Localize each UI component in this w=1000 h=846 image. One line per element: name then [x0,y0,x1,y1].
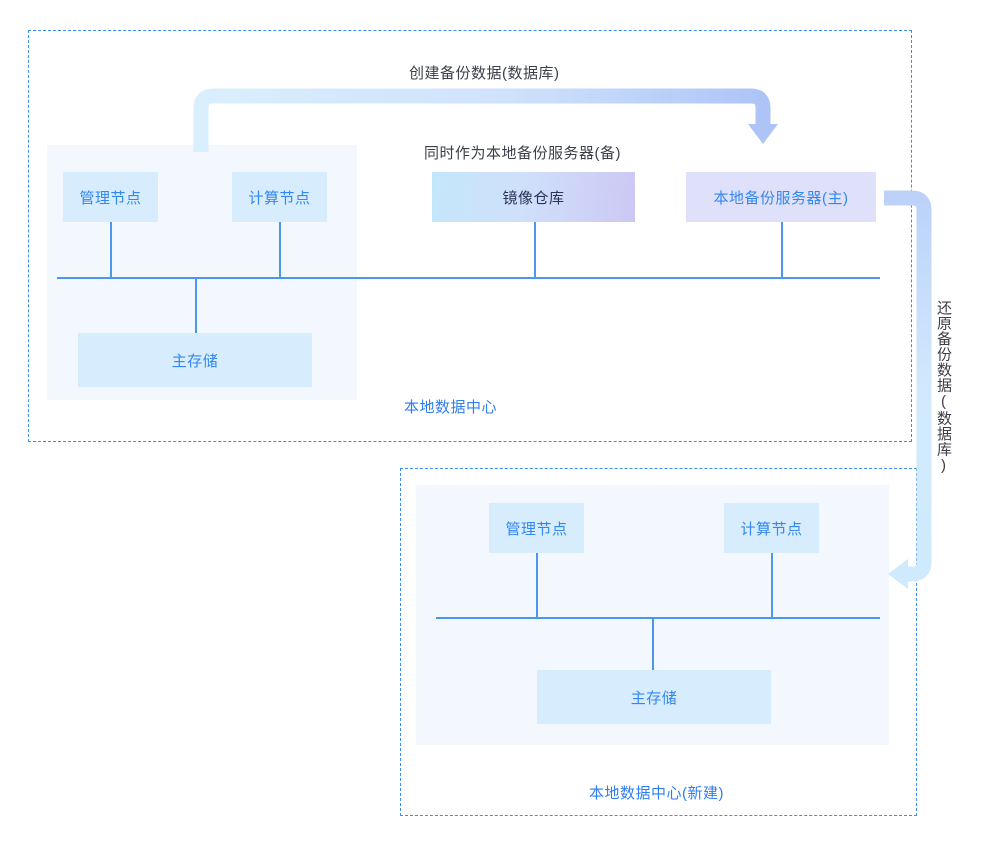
node-label: 管理节点 [505,520,568,538]
node-label: 计算节点 [248,189,311,207]
connector-compute2-to-bus [771,553,773,618]
node-manage-node-bottom[interactable]: 管理节点 [489,503,584,553]
region-local-datacenter-new [400,468,917,816]
caption-create-backup: 创建备份数据(数据库) [409,65,560,82]
node-primary-storage-bottom[interactable]: 主存储 [537,670,771,724]
connector-bus-to-storage2 [652,617,654,670]
connector-compute-to-bus [279,222,281,278]
caption-restore-backup: 还原备份数据(数据库) [935,300,952,475]
region-label-local-datacenter-new: 本地数据中心(新建) [589,785,724,802]
bus-line-bottom [436,617,880,619]
node-label: 计算节点 [740,520,803,538]
bus-line-top [57,277,880,279]
node-label: 主存储 [630,689,678,707]
node-label: 镜像仓库 [502,189,565,207]
connector-bus-to-storage [195,277,197,333]
node-label: 本地备份服务器(主) [713,189,849,207]
node-local-backup-server-primary[interactable]: 本地备份服务器(主) [686,172,876,222]
node-compute-node-top[interactable]: 计算节点 [232,172,327,222]
connector-registry-to-bus [534,222,536,278]
connector-manage-to-bus [110,222,112,278]
caption-also-serves-as-backup: 同时作为本地备份服务器(备) [424,145,621,162]
connector-backup-to-bus [781,222,783,278]
connector-manage2-to-bus [536,553,538,618]
node-primary-storage-top[interactable]: 主存储 [78,333,312,387]
region-label-local-datacenter: 本地数据中心 [404,399,498,416]
node-label: 主存储 [171,352,219,370]
node-compute-node-bottom[interactable]: 计算节点 [724,503,819,553]
node-label: 管理节点 [79,189,142,207]
node-image-registry[interactable]: 镜像仓库 [432,172,635,222]
node-manage-node-top[interactable]: 管理节点 [63,172,158,222]
